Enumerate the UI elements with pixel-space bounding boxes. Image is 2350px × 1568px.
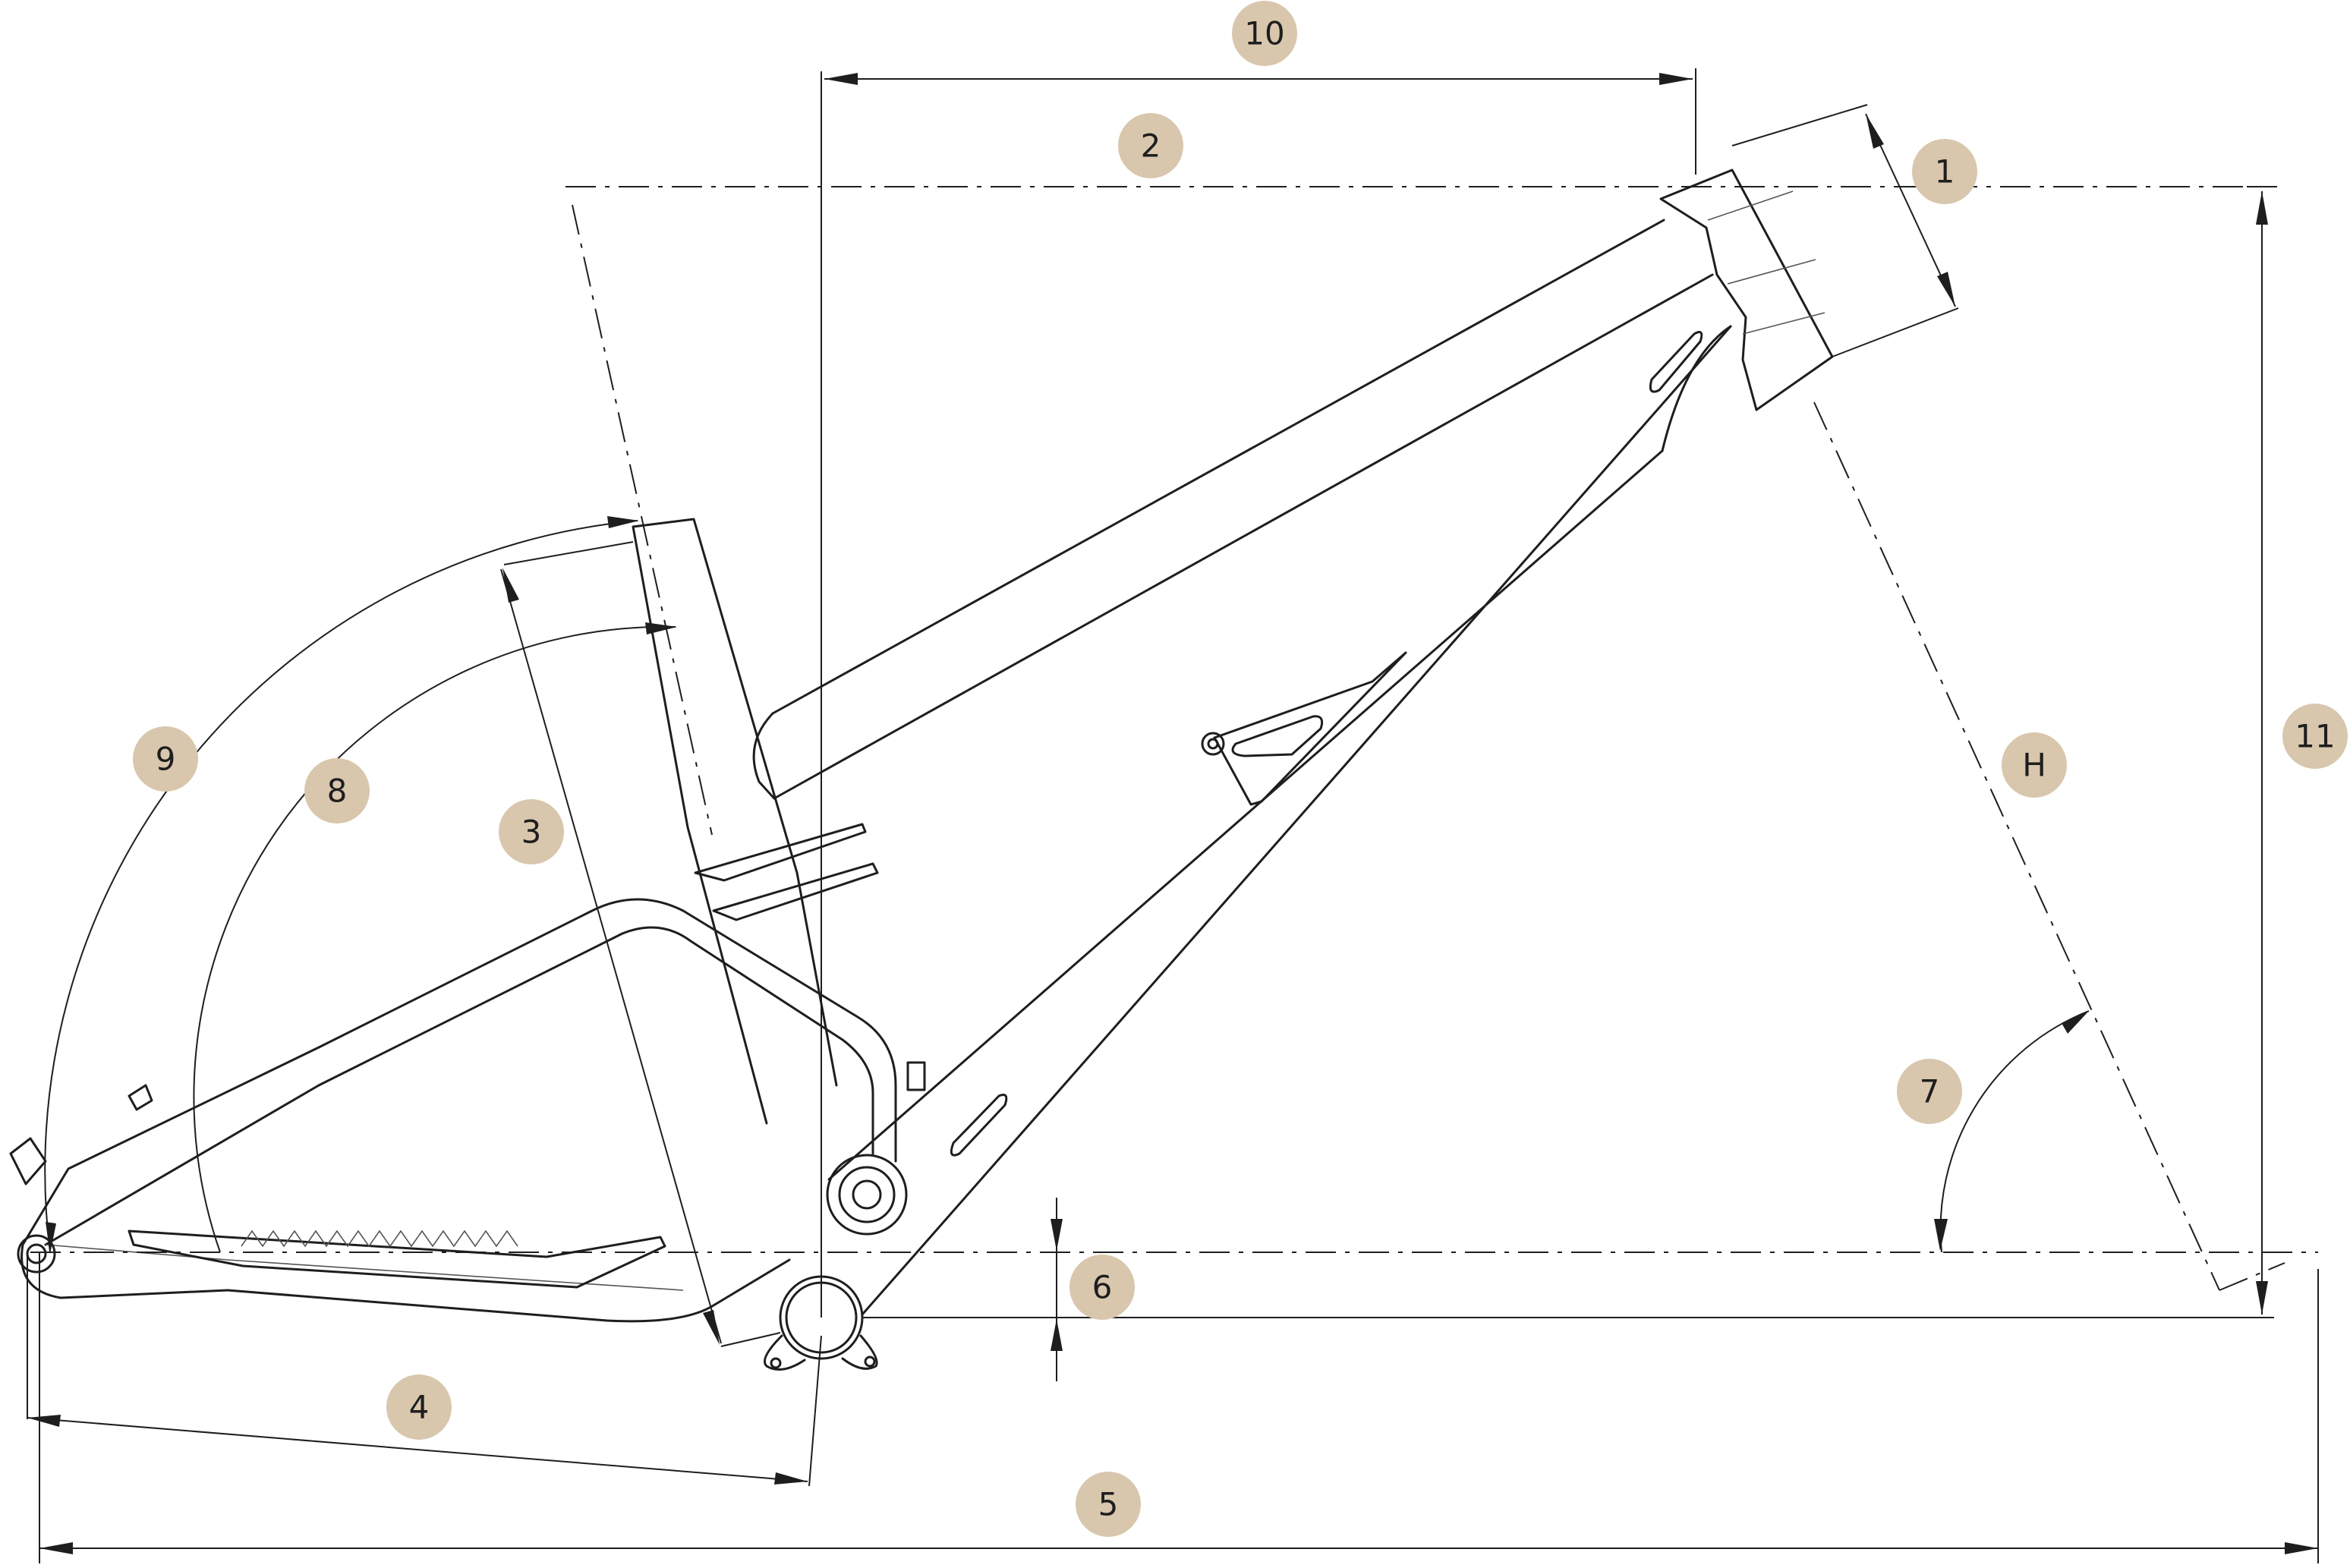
swingarm [21,898,897,1246]
badge-circle [1118,113,1183,178]
badge-label: H [2022,747,2046,784]
badge-label: 9 [156,741,176,778]
badge-label: 10 [1244,15,1284,52]
badge-6: 6 [1069,1255,1135,1320]
badge-label: 5 [1098,1486,1119,1523]
shock-mount [1213,651,1407,806]
badge-circle [1897,1059,1962,1124]
badge-circle [499,799,564,864]
badge-9: 9 [133,726,198,792]
badge-circle [1076,1472,1141,1537]
badge-label: 4 [409,1389,430,1426]
badge-circle [304,758,370,823]
main-pivot [826,1154,908,1236]
badge-label: 1 [1935,153,1955,190]
badge-label: 8 [327,773,348,810]
seat-tube [632,518,838,1125]
badge-5: 5 [1076,1472,1141,1537]
rocker-link [694,823,879,921]
badge-1: 1 [1912,139,1977,204]
badge-3: 3 [499,799,564,864]
badge-8: 8 [304,758,370,823]
chainstay-guard [128,1230,666,1289]
badge-label: 2 [1141,128,1161,165]
badge-7: 7 [1897,1059,1962,1124]
dimension-lines [27,68,2319,1563]
badge-label: 7 [1920,1073,1940,1110]
badge-11: 11 [2282,704,2348,769]
badge-label: 11 [2295,718,2335,755]
badge-circle [386,1374,452,1440]
down-tube [827,325,1732,1316]
badge-circle [1912,139,1977,204]
rear-axle [17,1234,56,1274]
top-tube [771,219,1714,800]
badge-label: 3 [521,814,542,851]
construction-lines [30,186,2318,1291]
badge-circle [133,726,198,792]
badge-circle [1069,1255,1135,1320]
bike-frame [9,168,1834,1371]
badge-4: 4 [386,1374,452,1440]
head-tube [1659,168,1834,411]
badge-10: 10 [1232,1,1297,66]
badge-H: H [2002,732,2067,798]
badge-label: 6 [1092,1269,1113,1306]
badge-circle [2282,704,2348,769]
badge-circle [2002,732,2067,798]
badge-circle [1232,1,1297,66]
badge-2: 2 [1118,113,1183,178]
